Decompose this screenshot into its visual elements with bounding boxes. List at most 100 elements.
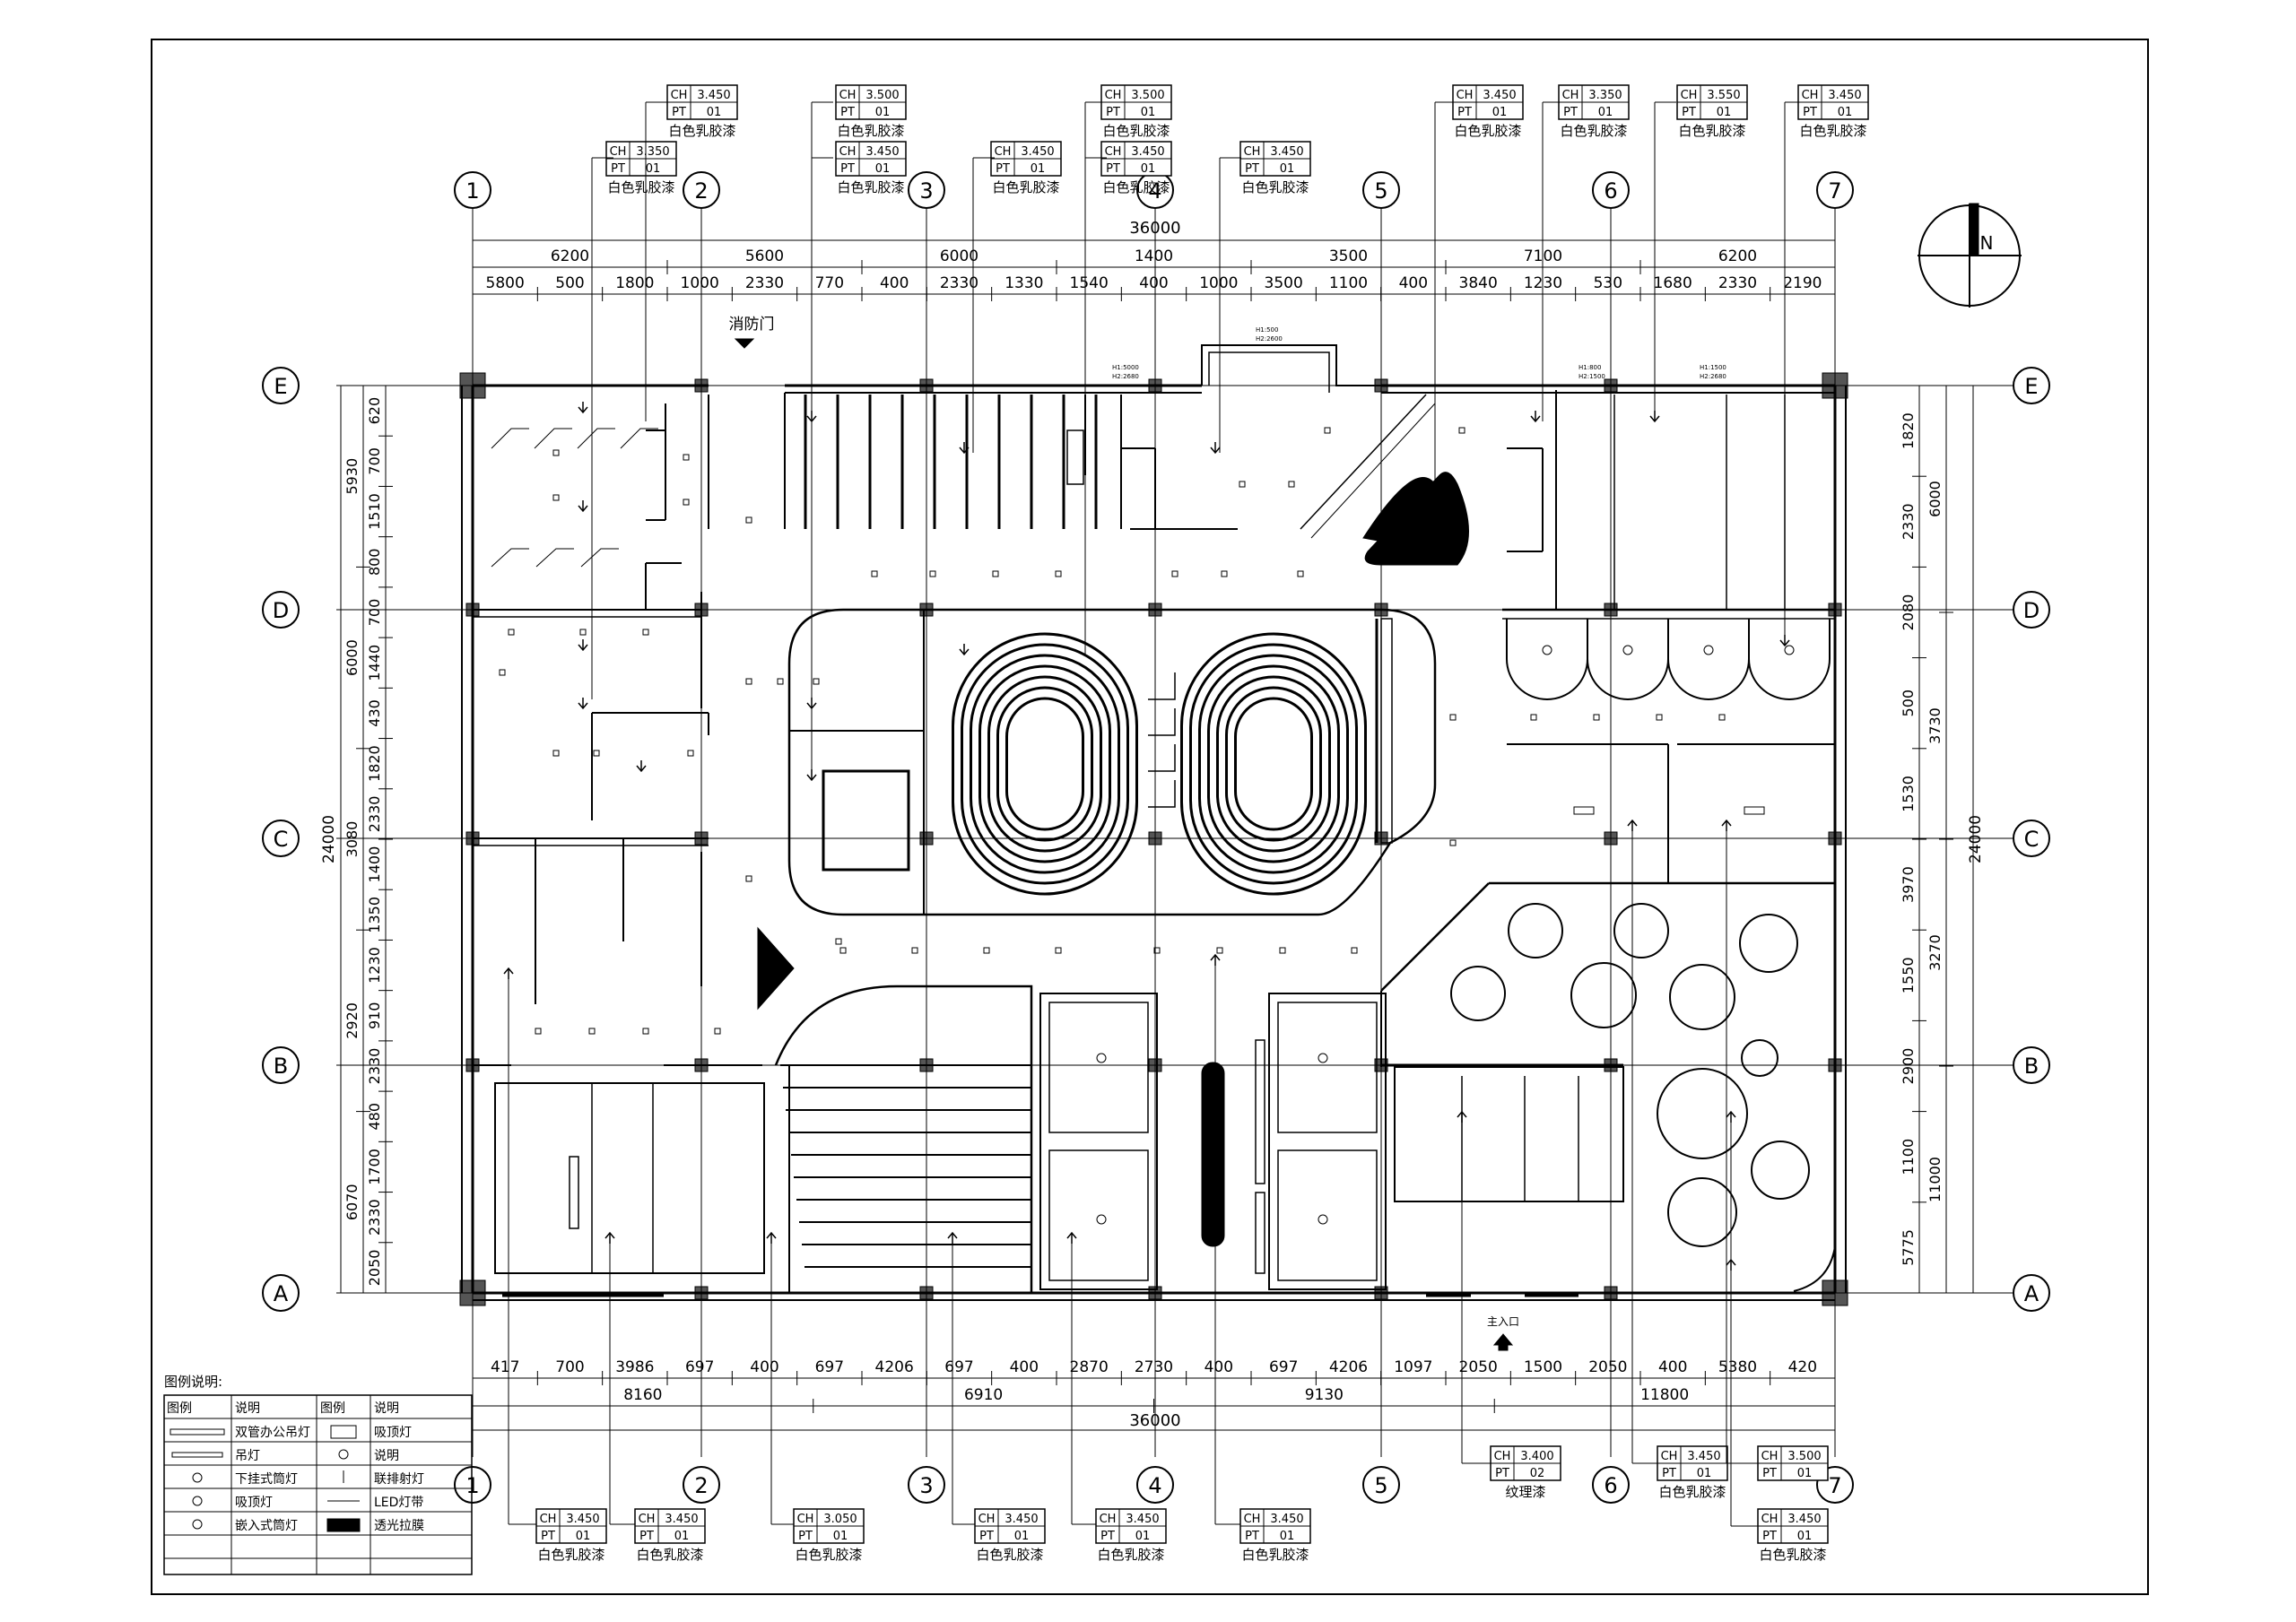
legend-header: 说明 (235, 1401, 260, 1416)
tag-pt-key: PT (1495, 1467, 1509, 1480)
note-icon (338, 1449, 349, 1460)
dim-label: 500 (1900, 690, 1917, 717)
dim-label: 5600 (745, 247, 784, 265)
dim-label: 1000 (681, 274, 719, 292)
round-table (1669, 964, 1735, 1030)
recessed-downlight-icon (1324, 427, 1331, 434)
tag-ch-key: CH (1761, 1513, 1779, 1526)
legend-title: 图例说明: (164, 1374, 222, 1390)
tag-ch-value: 3.350 (636, 145, 669, 159)
dim-total-label: 24000 (1967, 815, 1985, 863)
tag-pt-key: PT (611, 162, 625, 176)
meeting-room-wall (494, 1082, 765, 1274)
tag-pt-key: PT (639, 1530, 654, 1543)
tag-pt-value: 01 (1838, 106, 1853, 119)
tag-ch-value: 3.450 (1021, 145, 1054, 159)
tag-ch-key: CH (1761, 1450, 1779, 1463)
double-tube-light-icon (170, 1428, 225, 1436)
grid-label-row: B (274, 1054, 288, 1079)
grid-bubble-column-4 (1136, 1466, 1174, 1504)
dim-label: 3080 (344, 821, 361, 858)
dim-label: 2330 (745, 274, 784, 292)
stall-door (620, 428, 658, 449)
icon-shape (330, 1425, 357, 1439)
tag-pt-value: 01 (1492, 106, 1508, 119)
tag-pt-value: 02 (1530, 1467, 1545, 1480)
phone-booth (1506, 619, 1588, 700)
downlight-icon (192, 1472, 203, 1483)
stall-door (580, 548, 619, 568)
dim-label: 2330 (940, 274, 978, 292)
diagonal-bench (1148, 780, 1176, 808)
tag-pt-value: 01 (1141, 106, 1156, 119)
ceiling-light-icon (1622, 645, 1633, 655)
tag-pt-key: PT (672, 106, 686, 119)
dim-label: 2190 (1783, 274, 1822, 292)
tag-ch-value: 3.450 (1828, 89, 1861, 102)
recessed-downlight-icon (1239, 481, 1246, 488)
tag-finish-note: 白色乳胶漆 (1658, 1484, 1726, 1500)
grid-bubble-row-A (2013, 1274, 2050, 1312)
arrow-down-icon (1530, 415, 1541, 423)
icon-shape (171, 1452, 223, 1458)
arrow-down-icon (578, 644, 588, 652)
tag-ch-key: CH (671, 89, 688, 102)
dim-label: 1100 (1329, 274, 1368, 292)
entrance-label: 主入口 (1487, 1315, 1519, 1328)
ceiling-lamp-icon (192, 1496, 203, 1506)
dim-label: 1510 (366, 493, 383, 530)
tag-ch-value: 3.550 (1707, 89, 1740, 102)
round-table (1741, 1039, 1779, 1077)
dim-label: 1530 (1900, 776, 1917, 812)
dim-label: 6000 (1926, 481, 1944, 517)
tag-ch-key: CH (995, 145, 1012, 159)
round-table (1667, 1177, 1737, 1247)
ring-seat-right (1180, 632, 1367, 896)
tag-finish-note: 白色乳胶漆 (1799, 123, 1866, 139)
dim-label: 2330 (366, 796, 383, 833)
arrow-down-icon (959, 447, 970, 455)
ring-seat-left (961, 643, 1129, 885)
dim-label: 697 (1269, 1358, 1298, 1376)
tag-pt-value: 01 (707, 106, 722, 119)
dim-label: 400 (750, 1358, 778, 1376)
ring-seat-left (996, 686, 1093, 842)
tag-pt-value: 01 (1014, 1530, 1030, 1543)
arrow-down-icon (578, 505, 588, 513)
grid-label-column: 4 (1148, 1473, 1161, 1498)
dim-label: 3500 (1329, 247, 1368, 265)
pendant-light-icon (171, 1452, 223, 1458)
ceiling-light-icon (1573, 806, 1595, 815)
grid-label-column: 1 (465, 1473, 479, 1498)
dim-label: 1550 (1900, 957, 1917, 993)
legend-label: 下挂式筒灯 (235, 1471, 298, 1487)
tag-pt-key: PT (996, 162, 1010, 176)
grid-label-column: 7 (1828, 178, 1841, 204)
tag-pt-key: PT (1457, 106, 1472, 119)
dim-label: 2330 (1900, 503, 1917, 540)
partition (1380, 618, 1393, 844)
tag-finish-note: 白色乳胶漆 (1241, 179, 1309, 195)
tag-ch-key: CH (1244, 145, 1261, 159)
tag-ch-key: CH (1494, 1450, 1511, 1463)
recessed-downlight-icon (1216, 947, 1223, 954)
tag-finish-note: 白色乳胶漆 (636, 1547, 703, 1563)
exterior-wall (1201, 344, 1381, 386)
grid-bubble-column-2 (683, 171, 720, 209)
dim-label: 1440 (366, 645, 383, 681)
legend-label: 嵌入式筒灯 (235, 1518, 298, 1533)
icon-shape (192, 1496, 203, 1506)
tag-ch-key: CH (1105, 89, 1122, 102)
grid-bubble-column-6 (1592, 171, 1630, 209)
tiny-note: H2:2600 (1256, 335, 1283, 343)
dim-label: 1350 (366, 897, 383, 933)
dim-total-label: 36000 (1129, 219, 1180, 238)
tiny-note: H2:1500 (1578, 373, 1605, 380)
recessed-downlight-icon (1718, 714, 1726, 721)
dim-label: 5800 (486, 274, 525, 292)
